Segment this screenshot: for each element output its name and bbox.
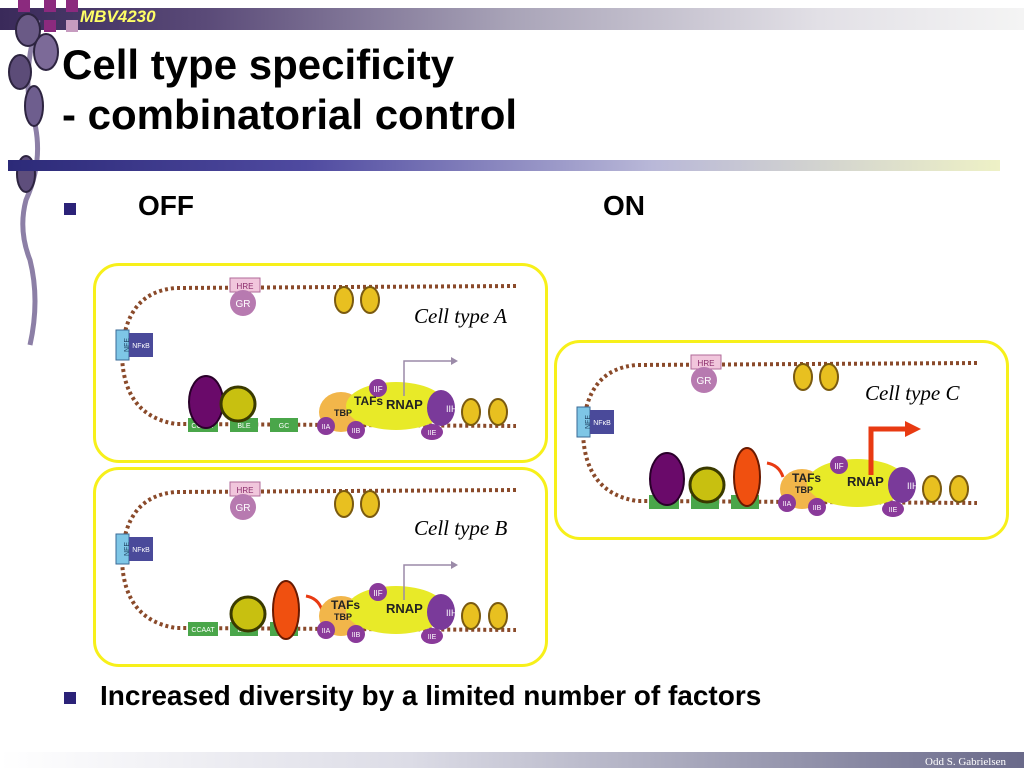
panel-cell-type-b: HRE GR NFE NFκB CCAAT BLE TAFs TBP RNAP … [93, 467, 548, 667]
nucleosome [461, 398, 481, 426]
svg-text:HRE: HRE [237, 486, 254, 495]
svg-text:IIF: IIF [373, 589, 382, 598]
title-line-1: Cell type specificity [62, 41, 455, 88]
svg-text:NFE: NFE [124, 338, 131, 352]
bullet-square [64, 692, 76, 704]
svg-text:RNAP: RNAP [847, 474, 884, 489]
svg-text:IIH: IIH [446, 608, 458, 618]
page-title: Cell type specificity - combinatorial co… [62, 40, 517, 140]
svg-text:IIF: IIF [373, 385, 382, 394]
svg-text:NFE: NFE [585, 415, 592, 429]
header-decoration [0, 0, 80, 40]
purple-factor [188, 375, 224, 429]
promoter-diagram-c: HRE GR NFE NFκB TAFs TBP RNAP IIF IIH II… [576, 354, 978, 517]
off-label: OFF [138, 190, 194, 221]
yellow-factor [219, 385, 257, 423]
yellow-factor [688, 466, 726, 504]
header-band [0, 8, 1024, 30]
yellow-factor [229, 595, 267, 633]
start-site-arrow [403, 360, 451, 396]
svg-text:IIE: IIE [889, 507, 898, 514]
svg-text:NFκB: NFκB [132, 343, 150, 350]
orange-factor [733, 447, 761, 507]
panel-cell-type-a: HRE GR NFE NFκB CCAAT BLE GC TAFs TBP RN… [93, 263, 548, 463]
vine-decoration [8, 13, 59, 346]
nucleosome [360, 286, 380, 314]
footer-author: Odd S. Gabrielsen [925, 756, 1006, 768]
bullet-square [64, 203, 76, 215]
svg-text:GR: GR [236, 503, 251, 514]
svg-text:IIH: IIH [907, 481, 919, 491]
svg-text:IIE: IIE [428, 430, 437, 437]
cell-type-c-label: Cell type C [865, 381, 960, 405]
svg-text:IIB: IIB [352, 428, 361, 435]
svg-text:TAFs: TAFs [354, 394, 383, 408]
svg-text:RNAP: RNAP [386, 397, 423, 412]
active-start-site-arrow [868, 426, 907, 475]
svg-text:IIA: IIA [322, 628, 331, 635]
svg-text:IIB: IIB [352, 632, 361, 639]
svg-text:TBP: TBP [795, 485, 813, 495]
svg-text:CCAAT: CCAAT [191, 627, 215, 634]
purple-factor [649, 452, 685, 506]
svg-text:HRE: HRE [237, 282, 254, 291]
cell-type-a-label: Cell type A [414, 304, 507, 328]
title-rule [8, 160, 1000, 171]
svg-text:RNAP: RNAP [386, 601, 423, 616]
bullet-text: Increased diversity by a limited number … [100, 680, 762, 711]
footer-band [0, 752, 1024, 768]
svg-text:NFE: NFE [124, 542, 131, 556]
promoter-diagram-b: HRE GR NFE NFκB CCAAT BLE TAFs TBP RNAP … [115, 481, 517, 644]
svg-text:GR: GR [697, 376, 712, 387]
svg-text:NFκB: NFκB [132, 547, 150, 554]
orange-factor [272, 580, 300, 640]
svg-text:GC: GC [279, 423, 290, 430]
gr-factor [230, 290, 256, 316]
svg-text:GR: GR [236, 299, 251, 310]
gc-box [270, 418, 298, 432]
nucleosome [334, 286, 354, 314]
svg-text:TBP: TBP [334, 612, 352, 622]
svg-text:IIE: IIE [428, 634, 437, 641]
nfkb-box [129, 333, 153, 357]
svg-text:TBP: TBP [334, 408, 352, 418]
cell-type-b-label: Cell type B [414, 516, 508, 540]
nucleosome [488, 398, 508, 426]
title-line-2: - combinatorial control [62, 91, 518, 138]
svg-text:IIF: IIF [834, 462, 843, 471]
course-code: MBV4230 [80, 7, 156, 26]
panel-cell-type-c: HRE GR NFE NFκB TAFs TBP RNAP IIF IIH II… [554, 340, 1009, 540]
svg-text:IIB: IIB [813, 505, 822, 512]
svg-text:IIA: IIA [322, 424, 331, 431]
on-label: ON [603, 190, 645, 221]
svg-text:TAFs: TAFs [331, 598, 360, 612]
svg-text:NFκB: NFκB [593, 420, 611, 427]
svg-text:IIH: IIH [446, 404, 458, 414]
svg-text:IIA: IIA [783, 501, 792, 508]
svg-text:BLE: BLE [237, 423, 251, 430]
rnap-ii [346, 382, 446, 430]
svg-text:TAFs: TAFs [792, 471, 821, 485]
activation-arrow [305, 594, 324, 611]
svg-text:HRE: HRE [698, 359, 715, 368]
promoter-diagram-a: HRE GR NFE NFκB CCAAT BLE GC TAFs TBP RN… [115, 277, 517, 440]
